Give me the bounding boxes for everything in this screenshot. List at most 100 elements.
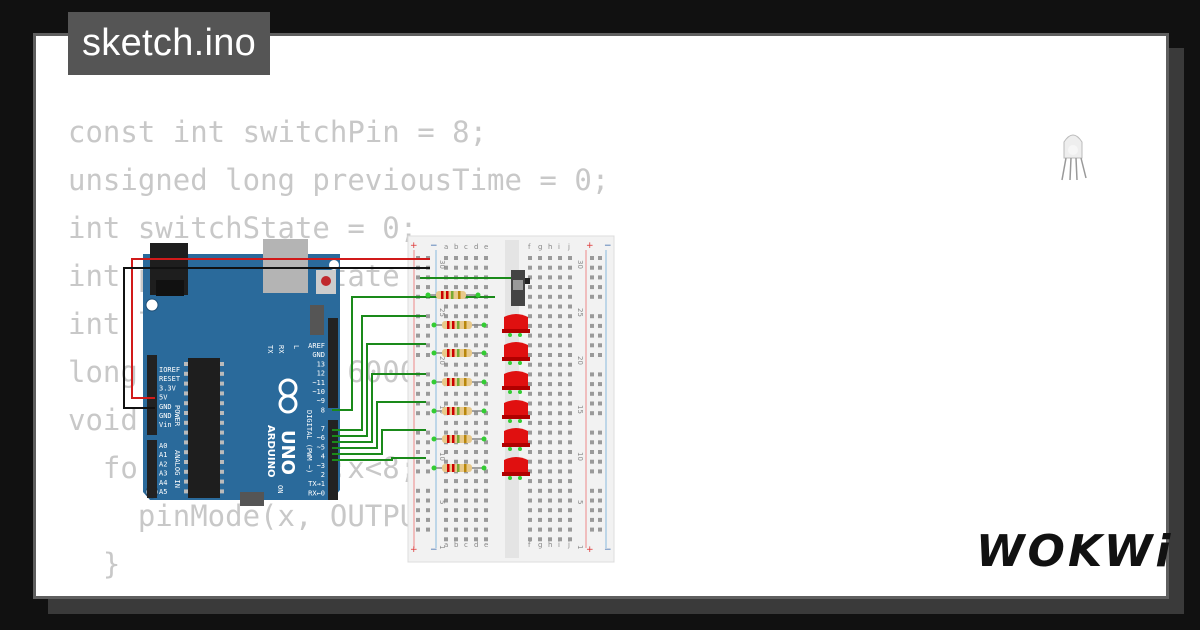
rail-plus-label: +: [586, 545, 594, 555]
resistor[interactable]: [431, 407, 487, 415]
digital-pin-label: 8: [321, 406, 325, 414]
breadboard-column-label: i: [558, 243, 560, 251]
breadboard-column-label: b: [454, 541, 459, 549]
digital-pin-label: 12: [317, 370, 325, 378]
rail-plus-label: +: [410, 241, 418, 251]
digital-pin-label: 2: [321, 471, 325, 479]
breadboard-column-label: h: [548, 541, 552, 549]
arduino-uno-board[interactable]: IOREFRESET3.3V5VGNDGNDVinA0A1A2A3A4A5ARE…: [143, 239, 340, 506]
red-led[interactable]: [502, 428, 530, 451]
arduino-logo-icon: [278, 378, 298, 414]
digital-pin-label: 4: [321, 453, 325, 461]
code-line: const int switchPin = 8;: [68, 115, 488, 149]
digital-pin-label: ~10: [312, 388, 325, 396]
digital-pin-label: ~11: [312, 379, 325, 387]
breadboard-row-label: 25: [438, 308, 446, 317]
breadboard-row-label: 1: [576, 545, 584, 549]
digital-pin-label: ~6: [317, 434, 325, 442]
breadboard-column-label: i: [558, 541, 560, 549]
rail-plus-label: +: [586, 241, 594, 251]
breadboard-column-label: h: [548, 243, 552, 251]
red-led[interactable]: [502, 400, 530, 423]
wires: [123, 258, 512, 461]
breadboard-column-label: a: [444, 541, 448, 549]
code-line: pinMode(switchPin, INPUT);: [68, 588, 609, 596]
analog-pin-label: A3: [159, 470, 167, 478]
analog-pin-label: A0: [159, 442, 167, 450]
usb-port: [263, 239, 308, 293]
analog-pin-label: A4: [159, 479, 167, 487]
rail-plus-label: +: [410, 545, 418, 555]
breadboard-row-label: 15: [438, 405, 446, 414]
breadboard-row-label: 5: [576, 500, 584, 504]
breadboard-column-label: a: [444, 243, 448, 251]
breadboard-column-label: e: [484, 243, 488, 251]
digital-pin-label: ~5: [317, 443, 325, 451]
rail-minus-label: −: [604, 241, 612, 251]
breadboard-column-label: g: [538, 243, 542, 251]
power-pin-label: GND: [159, 403, 172, 411]
resistor[interactable]: [431, 321, 487, 329]
wire-gnd: [123, 267, 430, 409]
digital-pin-label: TX→1: [308, 480, 325, 488]
red-led[interactable]: [502, 457, 530, 480]
power-pin-label: 5V: [159, 394, 168, 402]
breadboard-column-label: g: [538, 541, 542, 549]
analog-label: ANALOG IN: [173, 450, 181, 488]
analog-pin-label: A5: [159, 488, 167, 496]
code-line: pinMode(x, OUTPUT);: [68, 499, 470, 533]
power-pin-label: GND: [159, 412, 172, 420]
power-pin-label: 3.3V: [159, 384, 177, 392]
board-indicator-label: L: [292, 345, 300, 349]
resistor[interactable]: [431, 349, 487, 357]
breadboard-row-label: 25: [576, 308, 584, 317]
board-indicator-label: TX: [266, 345, 274, 354]
breadboard-column-label: j: [567, 541, 570, 549]
breadboard-row-label: 10: [576, 452, 584, 461]
digital-pin-label: AREF: [308, 342, 325, 350]
breadboard-row-label: 20: [576, 356, 584, 365]
digital-pin-label: GND: [312, 351, 325, 359]
rgb-led-icon: [1061, 134, 1087, 181]
resistor[interactable]: [431, 435, 487, 443]
digital-pin-label: RX←0: [308, 489, 325, 497]
model-label: UNO: [277, 430, 298, 475]
wokwi-logo: WOKWi: [976, 526, 1174, 577]
breadboard-row-label: 20: [438, 356, 446, 365]
rail-minus-label: −: [604, 545, 612, 555]
red-led[interactable]: [502, 314, 530, 337]
resistor[interactable]: [425, 291, 481, 299]
resistor[interactable]: [431, 464, 487, 472]
resistor[interactable]: [431, 378, 487, 386]
red-led[interactable]: [502, 371, 530, 394]
code-line: unsigned long previousTime = 0;: [68, 163, 610, 197]
code-line: }: [68, 547, 121, 581]
red-led[interactable]: [502, 342, 530, 365]
digital-label: DIGITAL (PWM ~): [305, 410, 313, 473]
board-indicator-label: RX: [277, 345, 285, 354]
board-indicator-label: ON: [276, 485, 284, 493]
breadboard-column-label: c: [464, 541, 468, 549]
breadboard-row-label: 30: [438, 260, 446, 269]
breadboard-column-label: f: [528, 243, 531, 251]
rail-minus-label: −: [430, 241, 438, 251]
breadboard-row-label: 10: [438, 452, 446, 461]
wire-5v: [131, 258, 430, 399]
power-pin-label: IOREF: [159, 366, 180, 374]
sketch-title: sketch.ino: [68, 12, 271, 75]
digital-pin-label: ~9: [317, 397, 325, 405]
brand-label: ARDUINO: [265, 425, 276, 477]
analog-pin-label: A2: [159, 460, 167, 468]
slide-switch[interactable]: [511, 270, 530, 306]
breadboard-column-label: b: [454, 243, 459, 251]
breadboard-row-label: 5: [438, 500, 446, 504]
breadboard-row-label: 15: [576, 405, 584, 414]
rail-minus-label: −: [430, 545, 438, 555]
digital-pin-label: 7: [321, 425, 325, 433]
code-line: int switchState = 0;: [68, 211, 418, 245]
atmega-chip: [188, 358, 220, 498]
power-pin-label: Vin: [159, 421, 172, 429]
breadboard-row-label: 30: [576, 260, 584, 269]
breadboard-column-label: c: [464, 243, 468, 251]
